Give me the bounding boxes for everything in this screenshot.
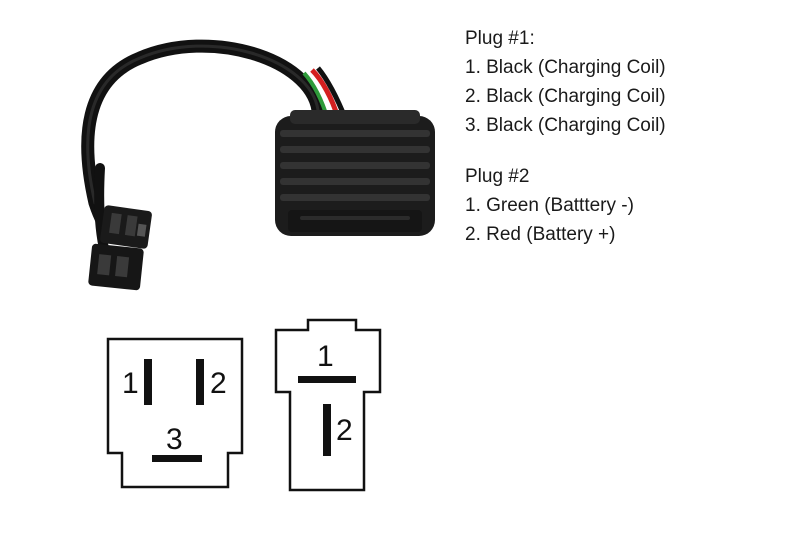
plug2-pin-label-2: 2 bbox=[336, 414, 353, 447]
plug1-pin-label-3: 3 bbox=[166, 423, 183, 456]
plug2-outline bbox=[274, 318, 382, 492]
plug2-pin-1: 1. Green (Batttery -) bbox=[465, 195, 634, 216]
plug1-pin-3: 3. Black (Charging Coil) bbox=[465, 115, 666, 136]
plug1-pin-slot-3 bbox=[152, 455, 202, 462]
plug2-pin-2: 2. Red (Battery +) bbox=[465, 224, 616, 245]
plug1-pin-diagram: 1 2 3 bbox=[106, 337, 244, 489]
plug1-pin-1: 1. Black (Charging Coil) bbox=[465, 57, 666, 78]
pinout-description: Plug #1: 1. Black (Charging Coil) 2. Bla… bbox=[465, 24, 666, 249]
plug2-pin-slot-2 bbox=[323, 404, 331, 456]
regulator-body bbox=[275, 110, 435, 236]
connector-plug-2pin bbox=[88, 243, 144, 291]
plug1-heading: Plug #1: bbox=[465, 28, 535, 49]
plug2-pin-label-1: 1 bbox=[317, 340, 334, 373]
plug2-pin-slot-1 bbox=[298, 376, 356, 383]
plug1-pin-slot-1 bbox=[144, 359, 152, 405]
connector-plug-3pin bbox=[100, 205, 152, 249]
plug2-heading: Plug #2 bbox=[465, 166, 530, 187]
regulator-rectifier-image bbox=[81, 39, 435, 291]
plug1-pin-slot-2 bbox=[196, 359, 204, 405]
plug1-outline bbox=[106, 337, 244, 489]
plug1-pin-label-1: 1 bbox=[122, 367, 139, 400]
plug1-pin-2: 2. Black (Charging Coil) bbox=[465, 86, 666, 107]
plug1-pin-label-2: 2 bbox=[210, 367, 227, 400]
plug2-pin-diagram: 1 2 bbox=[274, 318, 382, 492]
